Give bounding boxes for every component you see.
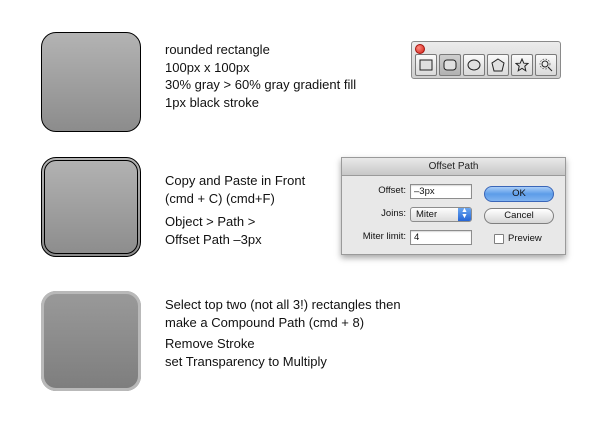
step1-line: 1px black stroke: [165, 94, 259, 110]
flare-tool-icon[interactable]: [535, 54, 557, 76]
ok-button[interactable]: OK: [484, 186, 554, 202]
dialog-title: Offset Path: [342, 158, 565, 176]
compound-path-shape: [41, 291, 141, 391]
miter-limit-input[interactable]: 4: [410, 230, 472, 245]
offset-label: Offset:: [378, 185, 406, 196]
offset-input[interactable]: –3px: [410, 184, 472, 199]
joins-value: Miter: [416, 209, 438, 220]
step2-line: (cmd + C) (cmd+F): [165, 190, 275, 206]
step3-line: make a Compound Path (cmd + 8): [165, 314, 365, 330]
preview-checkbox[interactable]: [494, 234, 504, 244]
cancel-button[interactable]: Cancel: [484, 208, 554, 224]
step2-line: Offset Path –3px: [165, 231, 262, 247]
step1-line: 30% gray > 60% gray gradient fill: [165, 77, 357, 92]
rounded-rectangle-tool-icon[interactable]: [439, 54, 461, 76]
offset-path-shape: [41, 157, 141, 257]
polygon-tool-icon[interactable]: [487, 54, 509, 76]
step3-line: set Transparency to Multiply: [165, 353, 327, 369]
offset-path-dialog: Offset Path Offset: –3px Joins: Miter ▲▼…: [341, 157, 566, 255]
step3-line: Select top two (not all 3!) rectangles t…: [165, 297, 401, 312]
close-icon[interactable]: [415, 44, 425, 54]
rounded-rectangle-gradient-shape: [41, 32, 141, 132]
select-arrows-icon: ▲▼: [458, 207, 471, 221]
rectangle-tool-icon[interactable]: [415, 54, 437, 76]
step2-text: Copy and Paste in Front (cmd + C) (cmd+F…: [165, 172, 305, 248]
ellipse-tool-icon[interactable]: [463, 54, 485, 76]
step2-line: Copy and Paste in Front: [165, 173, 306, 188]
step1-line: 100px x 100px: [165, 59, 250, 75]
shape-tools-palette: [411, 41, 561, 79]
preview-label: Preview: [508, 233, 542, 244]
star-tool-icon[interactable]: [511, 54, 533, 76]
step3-text: Select top two (not all 3!) rectangles t…: [165, 296, 401, 370]
miter-limit-label: Miter limit:: [362, 231, 406, 242]
joins-label: Joins:: [381, 208, 406, 219]
step1-line: rounded rectangle: [165, 42, 270, 57]
step3-line: Remove Stroke: [165, 336, 255, 351]
step2-line: Object > Path >: [165, 214, 256, 229]
step1-text: rounded rectangle 100px x 100px 30% gray…: [165, 41, 356, 111]
joins-select[interactable]: Miter ▲▼: [410, 207, 472, 222]
